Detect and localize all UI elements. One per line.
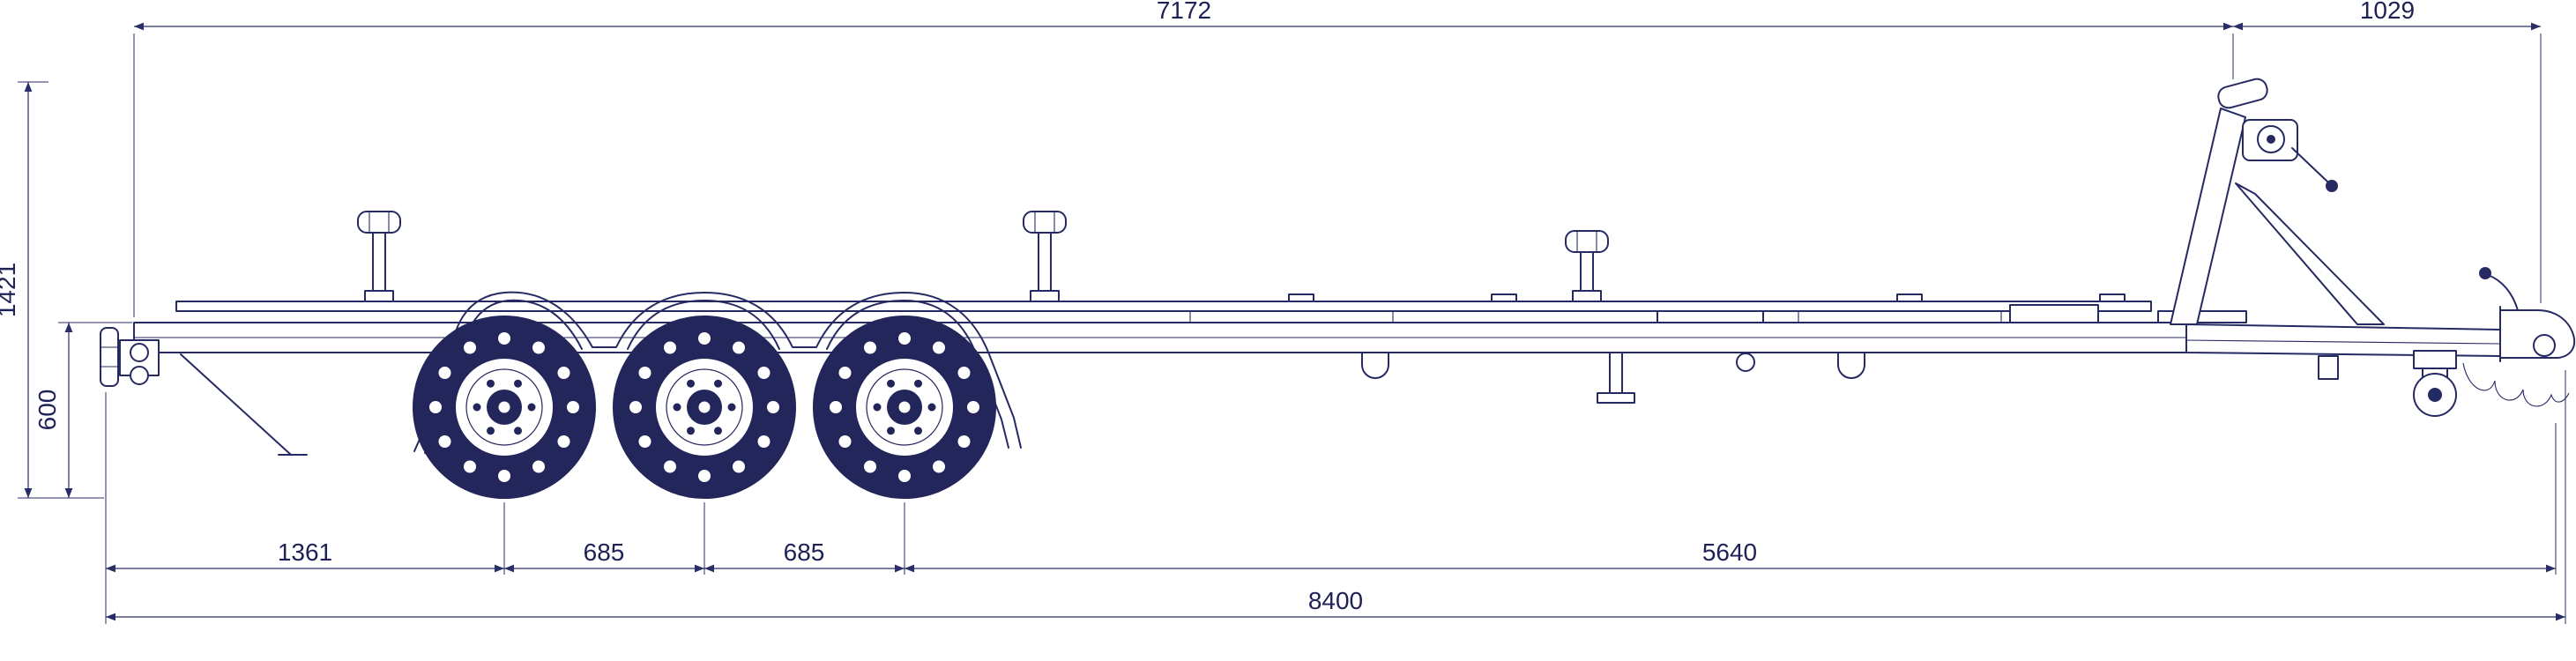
keel-roller-spool	[357, 211, 401, 234]
winch-post-brace	[2235, 182, 2385, 325]
keel-roller-spool	[1023, 211, 1067, 234]
reinforcement-plate	[1657, 310, 1764, 323]
coupler-body	[2499, 309, 2575, 359]
wheel-3	[813, 316, 996, 499]
drawbar-bracket	[2318, 355, 2339, 380]
coupler-handle	[2487, 274, 2519, 311]
rear-roller	[130, 343, 149, 362]
rail-clip	[1491, 293, 1517, 302]
dim-bottom-row: 1361 685 685 5640	[105, 392, 2557, 624]
keel-roller-post-2	[1023, 211, 1067, 302]
dimensions: 7172 1029 1421 600	[0, 0, 2566, 624]
keel-roller-flange	[364, 290, 394, 302]
winch-handle	[2291, 147, 2328, 182]
dim-8400: 8400	[106, 370, 2566, 624]
wheel-2	[613, 316, 796, 499]
rail-clip	[1896, 293, 1923, 302]
keel-roller-flange	[1572, 290, 1602, 302]
dim-label-7172: 7172	[1157, 0, 1211, 24]
rear-light-bar	[100, 327, 119, 387]
support-bracket	[1609, 352, 1623, 394]
bow-stop-roller	[2217, 78, 2268, 109]
winch-post	[2157, 78, 2385, 325]
trailer	[100, 78, 2575, 499]
keel-roller-post-1	[357, 211, 401, 302]
rail-clip	[1288, 293, 1314, 302]
winch-post-mast	[2170, 108, 2246, 325]
dim-1029: 1029	[2233, 0, 2542, 303]
dim-label-685-2: 685	[784, 538, 825, 566]
top-rail-body	[175, 301, 2152, 312]
jockey-wheel	[2413, 350, 2457, 417]
keel-roller-spool	[1565, 230, 1609, 253]
dim-7172: 7172	[133, 0, 2234, 317]
dim-label-1421: 1421	[0, 263, 20, 317]
keel-roller-post	[372, 232, 386, 292]
wheel-1	[413, 316, 596, 499]
drawbar-web-line	[2185, 339, 2501, 345]
u-shackle	[1837, 352, 1865, 379]
frame-plate	[2009, 304, 2099, 323]
rail-clip	[2099, 293, 2126, 302]
coupler	[2479, 267, 2575, 362]
winch-drum-hub	[2267, 135, 2275, 144]
rear-roller	[130, 366, 149, 385]
u-shackle	[1361, 352, 1389, 379]
coupler-handle-knob	[2479, 267, 2491, 279]
dim-label-600: 600	[34, 390, 61, 431]
fender-outer-edge	[413, 291, 1022, 452]
keel-roller-post	[1038, 232, 1052, 292]
winch-handle-knob	[2326, 180, 2338, 192]
safety-cable	[2462, 362, 2570, 407]
coupler-socket	[2533, 334, 2556, 357]
keel-roller-post	[1580, 251, 1594, 292]
dim-label-1029: 1029	[2360, 0, 2415, 24]
dim-label-5640: 5640	[1702, 538, 1757, 566]
dim-label-685-1: 685	[584, 538, 625, 566]
jockey-wheel-hub	[2428, 388, 2442, 402]
top-rail	[175, 293, 2152, 323]
dim-600: 600	[34, 322, 132, 498]
rear-support-stand	[180, 353, 308, 456]
rear-end	[100, 327, 308, 456]
keel-roller-post-3	[1565, 230, 1609, 302]
dim-label-1361: 1361	[278, 538, 332, 566]
keel-roller-flange	[1030, 290, 1060, 302]
tie-ring	[1736, 353, 1755, 372]
support-bracket-foot	[1597, 392, 1635, 404]
dim-1421: 1421	[0, 81, 104, 499]
jockey-clamp	[2413, 350, 2457, 369]
dim-label-8400: 8400	[1308, 587, 1363, 614]
